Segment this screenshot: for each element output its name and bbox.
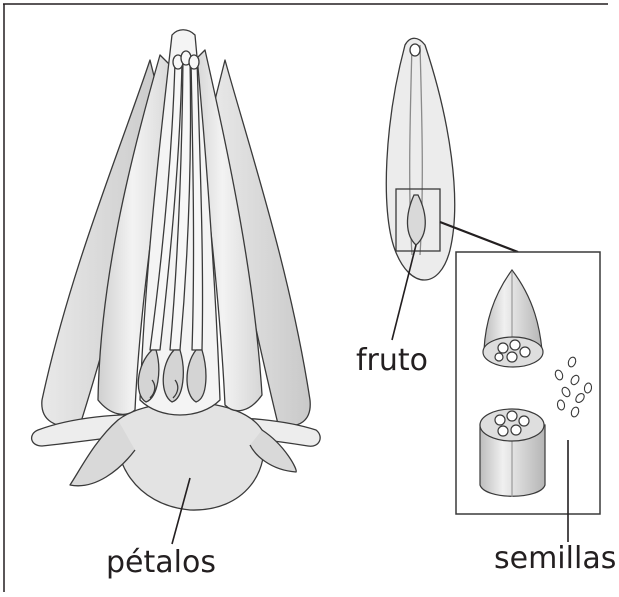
seed-inset [456,252,600,542]
fruit-illustration [386,38,454,280]
flower-illustration [32,30,321,510]
petals-label: pétalos [106,548,216,578]
fruit-label: fruto [356,346,428,376]
petal-lower-round [117,402,265,510]
seeds-label: semillas [494,544,616,574]
